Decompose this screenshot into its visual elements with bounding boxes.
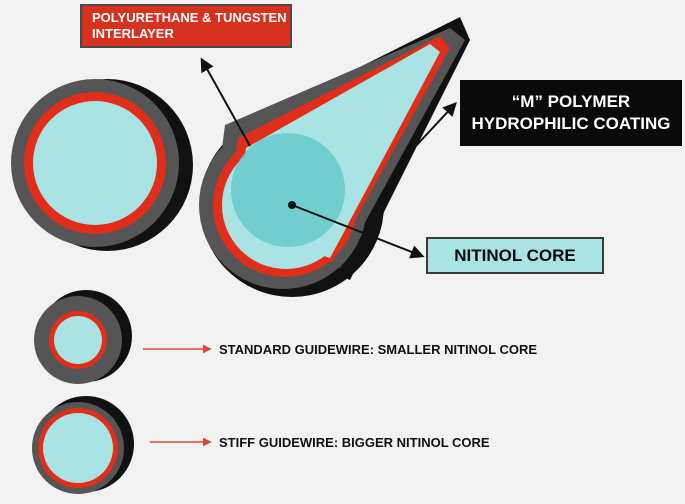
interlayer-label-line1: POLYURETHANE & TUNGSTEN [92,10,287,25]
interlayer-label: POLYURETHANE & TUNGSTEN INTERLAYER [80,4,292,48]
stiff-core [43,413,113,483]
coating-label-line1: “M” POLYMER [511,92,631,111]
coating-label: “M” POLYMER HYDROPHILIC COATING [460,80,682,146]
tapered-wire [199,17,470,297]
coating-label-line2: HYDROPHILIC COATING [471,114,671,133]
standard-cross-section [34,290,132,384]
nitinol-core [33,101,157,225]
standard-caption: STANDARD GUIDEWIRE: SMALLER NITINOL CORE [219,342,538,357]
core-label: NITINOL CORE [426,237,604,274]
coating-pointer [413,101,457,149]
large-cross-section [11,79,193,251]
standard-core [54,316,102,364]
stiff-caption: STIFF GUIDEWIRE: BIGGER NITINOL CORE [219,435,490,450]
core-pointer [291,204,425,259]
stiff-cross-section [32,396,134,494]
interlayer-pointer [200,57,251,147]
interlayer-label-line2: INTERLAYER [92,26,174,41]
core-face [231,133,345,247]
